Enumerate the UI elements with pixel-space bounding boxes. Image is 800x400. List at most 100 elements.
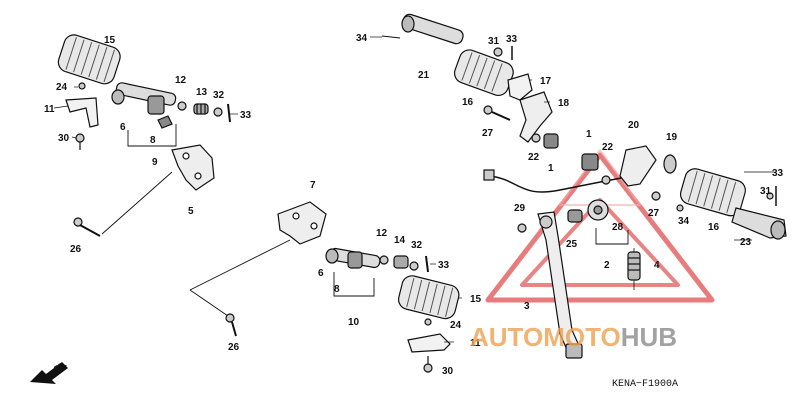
callout-6-lower: 6 bbox=[318, 268, 324, 279]
callout-26-lower: 26 bbox=[228, 342, 240, 353]
footpeg-holder-lower bbox=[325, 247, 381, 269]
callout-26-upper: 26 bbox=[70, 244, 82, 255]
washer-22-right bbox=[601, 175, 611, 185]
callout-7: 7 bbox=[310, 180, 316, 191]
watermark-part-moto: MOTO bbox=[543, 322, 621, 352]
callout-8-lower: 8 bbox=[334, 284, 340, 295]
callout-leaders bbox=[53, 36, 774, 343]
callout-24-lower: 24 bbox=[450, 320, 462, 331]
top-center-footpeg-group bbox=[381, 13, 559, 149]
callout-20: 20 bbox=[628, 120, 640, 131]
washer-22-top bbox=[531, 133, 541, 143]
callout-34-top: 34 bbox=[356, 33, 368, 44]
callout-32-lower: 32 bbox=[411, 240, 423, 251]
callout-14: 14 bbox=[394, 235, 406, 246]
callout-9: 9 bbox=[152, 157, 158, 168]
watermark-logo: AUTOMOTOHUB bbox=[470, 322, 677, 352]
callout-29: 29 bbox=[514, 203, 526, 214]
callout-6-upper: 6 bbox=[120, 122, 126, 133]
callout-labels: 15 24 11 30 6 12 13 32 33 8 9 5 26 34 21… bbox=[44, 33, 784, 377]
callout-28: 28 bbox=[612, 222, 624, 233]
arrow-icon bbox=[30, 362, 68, 384]
callout-12-lower: 12 bbox=[376, 228, 388, 239]
bracket-17 bbox=[507, 73, 533, 101]
footpeg-holder-upper bbox=[111, 82, 177, 129]
diagram-code: KENA−F1900A bbox=[612, 379, 678, 390]
footpeg-rubber-upper-left bbox=[57, 34, 121, 85]
bolt-27-right bbox=[651, 191, 661, 201]
bracket-20 bbox=[619, 145, 657, 187]
callout-22-top: 22 bbox=[528, 152, 540, 163]
callout-5: 5 bbox=[188, 206, 194, 217]
callout-27-top: 27 bbox=[482, 128, 494, 139]
callout-4: 4 bbox=[654, 260, 660, 271]
callout-16-right: 16 bbox=[708, 222, 720, 233]
callout-13: 13 bbox=[196, 87, 208, 98]
callout-33-lower: 33 bbox=[438, 260, 450, 271]
direction-label: FR. bbox=[53, 359, 69, 373]
spring-4 bbox=[627, 248, 641, 290]
callout-17: 17 bbox=[540, 76, 552, 87]
callout-8-upper: 8 bbox=[150, 135, 156, 146]
washer-12-upper bbox=[177, 101, 187, 111]
callout-12-upper: 12 bbox=[175, 75, 187, 86]
footpeg-rubber-lower bbox=[397, 275, 460, 320]
callout-21: 21 bbox=[418, 70, 430, 81]
rear-bracket-5 bbox=[171, 144, 215, 191]
washer-12-lower bbox=[379, 255, 389, 265]
callout-30-upper: 30 bbox=[58, 133, 70, 144]
footpeg-rubber-right bbox=[679, 168, 746, 217]
callout-11-upper: 11 bbox=[44, 104, 55, 115]
nut-31-right bbox=[766, 192, 774, 200]
watermark-part-hub: HUB bbox=[621, 322, 677, 352]
watermark-part-auto: AUTO bbox=[470, 322, 543, 352]
bracket-7 bbox=[277, 201, 327, 245]
nut-32-lower bbox=[409, 261, 419, 271]
callout-30-lower: 30 bbox=[442, 366, 454, 377]
footpeg-shaft-21 bbox=[381, 13, 464, 45]
footpeg-bracket-lower bbox=[407, 333, 451, 353]
nut-32-upper bbox=[213, 107, 223, 117]
callout-31-top: 31 bbox=[488, 36, 500, 47]
spring-13-upper bbox=[193, 103, 209, 115]
collar-19 bbox=[663, 154, 677, 174]
footpeg-shaft-23 bbox=[731, 207, 787, 240]
watermark-text: AUTOMOTOHUB bbox=[470, 322, 677, 352]
pivot-25 bbox=[567, 209, 583, 223]
callout-11-lower: 11 bbox=[470, 338, 481, 349]
callout-16-top: 16 bbox=[462, 97, 474, 108]
bolt-30-lower bbox=[423, 356, 433, 373]
callout-33-top: 33 bbox=[506, 34, 518, 45]
cable bbox=[489, 175, 633, 193]
bolt-30-upper bbox=[75, 133, 85, 150]
right-step-and-stand-group bbox=[483, 145, 787, 359]
pin-33-upper bbox=[227, 103, 231, 123]
footpeg-bracket-upper-left bbox=[65, 97, 99, 128]
bolt-26-lower bbox=[225, 313, 237, 337]
pin-24-lower bbox=[424, 318, 432, 326]
callout-34-right: 34 bbox=[678, 216, 690, 227]
spring-1-right bbox=[581, 153, 599, 171]
bolt-27-top bbox=[483, 105, 511, 121]
washer-29 bbox=[517, 223, 527, 233]
pin-34-right bbox=[676, 204, 684, 212]
callout-3: 3 bbox=[524, 301, 530, 312]
callout-33-right: 33 bbox=[772, 168, 784, 179]
callout-33-upper: 33 bbox=[240, 110, 252, 121]
callout-31-right: 31 bbox=[760, 186, 772, 197]
callout-15-lower: 15 bbox=[470, 294, 482, 305]
callout-1-top: 1 bbox=[548, 163, 554, 174]
callout-27-right: 27 bbox=[648, 208, 660, 219]
callout-10: 10 bbox=[348, 317, 360, 328]
callout-19: 19 bbox=[666, 132, 678, 143]
pivot-28 bbox=[587, 199, 609, 221]
nut-31-top bbox=[493, 47, 503, 57]
callout-2: 2 bbox=[604, 260, 610, 271]
callout-15-upper: 15 bbox=[104, 35, 116, 46]
lower-center-footpeg-group bbox=[189, 201, 460, 373]
callout-32-upper: 32 bbox=[213, 90, 225, 101]
pin-24-upper bbox=[78, 82, 86, 90]
footpeg-rubber-top bbox=[453, 49, 514, 97]
